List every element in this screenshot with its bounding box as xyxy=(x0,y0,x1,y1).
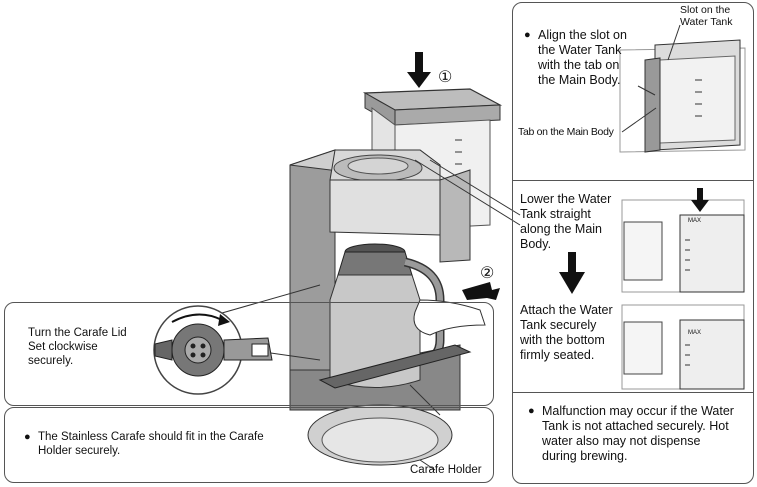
slot-label: Slot on the Water Tank xyxy=(680,4,733,28)
tank-seated-illustration xyxy=(621,304,745,390)
step-2-marker: ② xyxy=(480,265,495,282)
lower-note: Lower the Water Tank straight along the … xyxy=(520,192,612,251)
right-panel-divider-1 xyxy=(512,180,754,181)
arrow-down-icon xyxy=(407,52,431,88)
carafe-holder-illustration xyxy=(307,404,453,471)
carafe-lid-illustration xyxy=(153,305,273,395)
step-1-marker: ① xyxy=(438,69,453,86)
arrow-left-icon xyxy=(462,282,500,300)
arrow-down-icon xyxy=(559,252,585,294)
tank-lowering-illustration xyxy=(621,188,745,293)
lid-panel xyxy=(4,302,494,406)
align-note: Align the slot on the Water Tank with th… xyxy=(524,28,632,88)
lid-note: Turn the Carafe Lid Set clockwise secure… xyxy=(28,327,127,367)
right-panel xyxy=(512,2,754,484)
carafe-holder-label: Carafe Holder xyxy=(410,464,482,476)
malfunction-note: Malfunction may occur if the Water Tank … xyxy=(528,404,738,464)
tab-label: Tab on the Main Body xyxy=(518,126,614,138)
carafe-holder-base xyxy=(318,344,472,389)
max-label-2: MAX xyxy=(688,330,702,336)
tank-slot-illustration xyxy=(619,24,746,153)
max-label-1: MAX xyxy=(688,218,702,224)
right-panel-divider-2 xyxy=(512,392,754,393)
carafe-panel xyxy=(4,407,494,483)
attach-note: Attach the Water Tank securely with the … xyxy=(520,303,613,362)
carafe-note: The Stainless Carafe should fit in the C… xyxy=(24,430,268,458)
